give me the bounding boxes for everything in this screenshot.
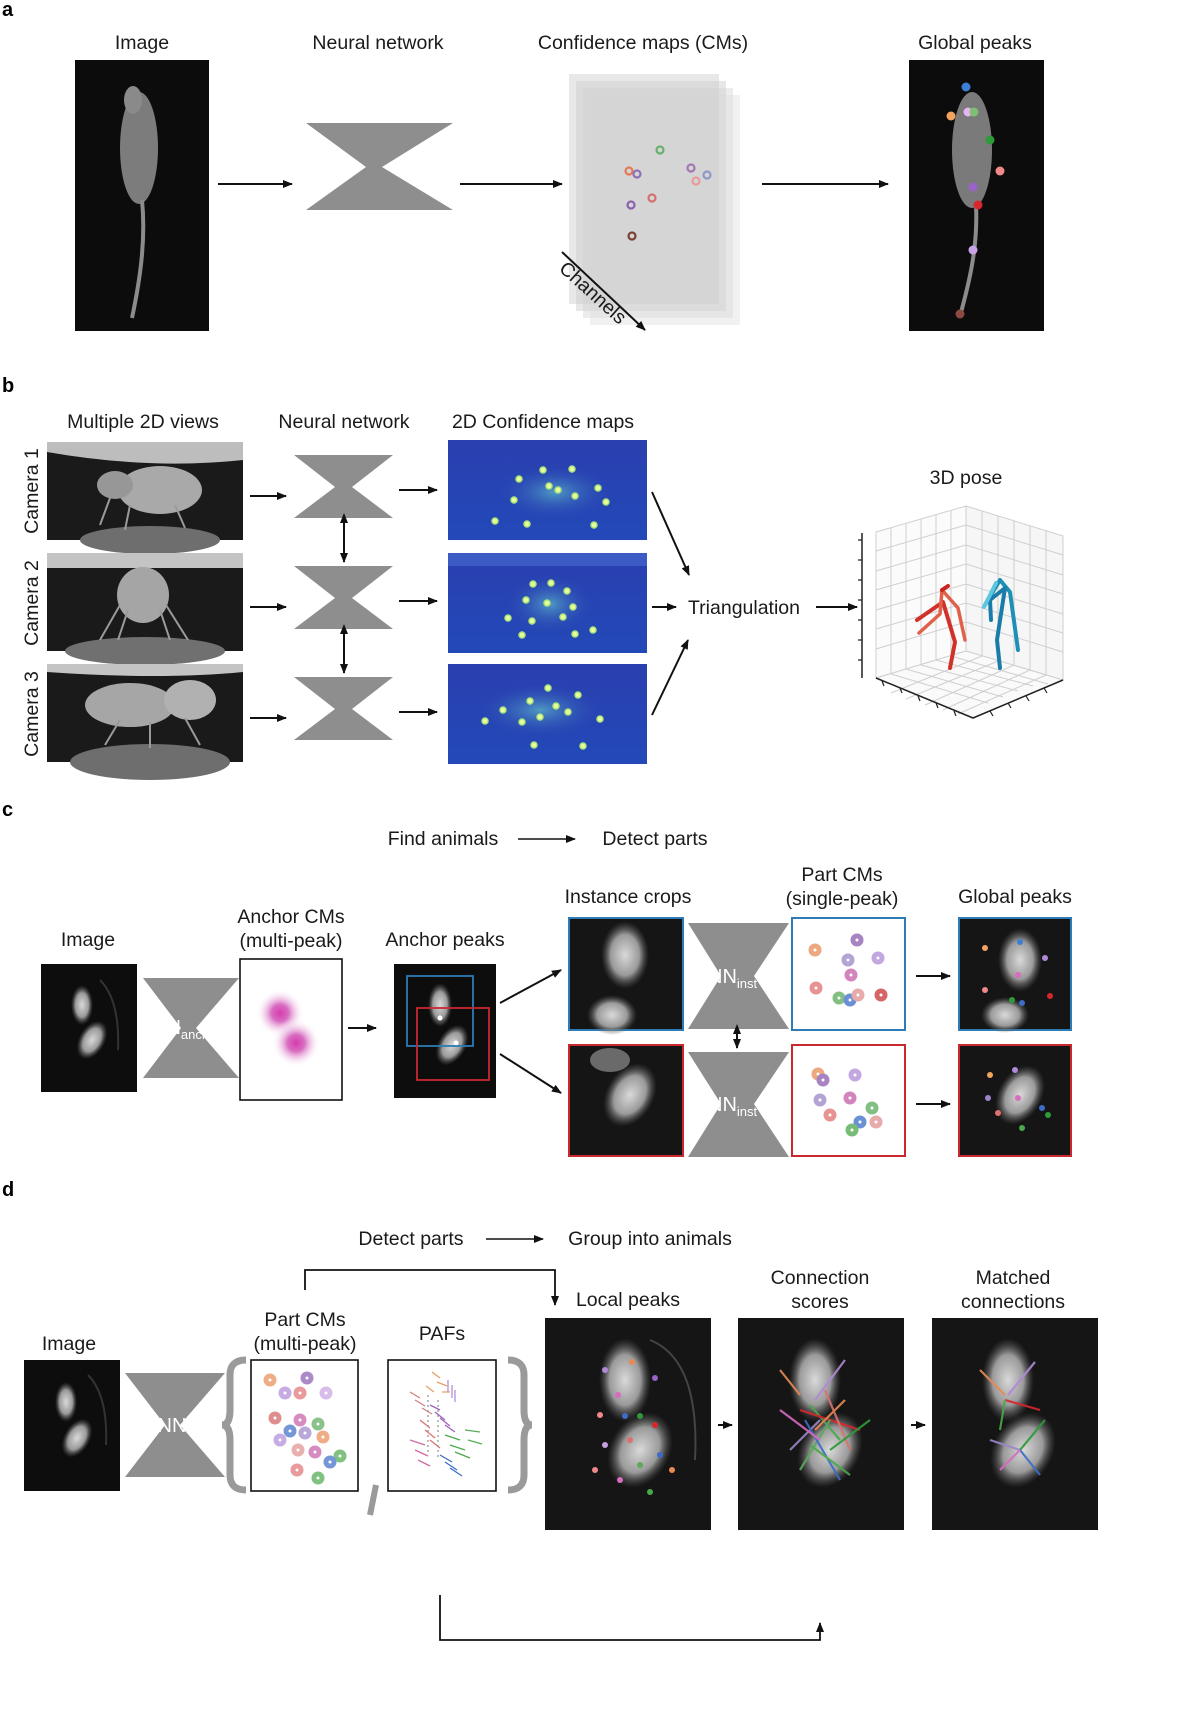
nn-inst-label-top: NNinst: [708, 966, 758, 991]
channels-axis: [561, 251, 646, 331]
nn-inst-sub-top: inst: [737, 976, 758, 991]
nn-title: Neural network: [312, 32, 443, 54]
flow-detect-parts-d: Detect parts: [358, 1228, 463, 1250]
pose-title: 3D pose: [930, 467, 1003, 489]
cms-title: Confidence maps (CMs): [538, 32, 748, 54]
camera-1-frame: [47, 442, 243, 554]
nn-shape-b3: [294, 677, 393, 740]
panel-b: b Multiple 2D views Neural network 2D Co…: [2, 375, 1065, 780]
nn-inst-main-top: NN: [708, 966, 737, 988]
camera-2-label: Camera 2: [21, 560, 43, 646]
connection-scores-image: [738, 1318, 904, 1530]
nn-inst-shape-top: [688, 923, 789, 1029]
flow-group-animals: Group into animals: [568, 1228, 732, 1250]
triangulation-label: Triangulation: [688, 597, 800, 619]
part-cms-l2: (single-peak): [786, 888, 899, 910]
nn-inst-label-bottom: NNinst: [708, 1094, 758, 1119]
image-title: Image: [115, 32, 169, 54]
matched-l2: connections: [961, 1291, 1065, 1313]
image-two-flies-d: [24, 1360, 120, 1491]
part-cms-l1: Part CMs: [801, 864, 883, 886]
panel-a: a Image Neural network Confidence maps (…: [2, 0, 1044, 331]
connector-bottom: [439, 1595, 824, 1641]
cm-camera-3: [448, 664, 647, 764]
panel-a-letter: a: [2, 0, 14, 21]
image-two-flies: [41, 964, 137, 1092]
local-peaks-image: [545, 1318, 711, 1530]
panel-c: c Find animals Detect parts Image Anchor…: [2, 799, 1072, 1157]
confidence-map-stack: Channels: [555, 74, 740, 331]
global-peaks-top: [958, 917, 1072, 1033]
part-cms-d-l2: (multi-peak): [254, 1333, 357, 1355]
pafs-box: [387, 1359, 497, 1492]
nn-shape-d: [125, 1373, 225, 1477]
cm-camera-1: [448, 440, 647, 540]
views-title: Multiple 2D views: [67, 411, 219, 433]
camera-2-frame: [47, 553, 243, 665]
image-title-c: Image: [61, 929, 115, 951]
anchor-peaks-image: [394, 964, 496, 1098]
nn-anchor-main: NN: [152, 1017, 181, 1039]
anchor-cms-box: [239, 958, 343, 1101]
left-brace: [221, 1356, 247, 1494]
anchor-cms-l1: Anchor CMs: [237, 906, 345, 928]
matched-connections-image: [932, 1318, 1098, 1530]
cms-title-b: 2D Confidence maps: [452, 411, 634, 433]
part-cms-d-l1: Part CMs: [264, 1309, 346, 1331]
panel-b-letter: b: [2, 375, 14, 397]
mouse-image: [75, 60, 209, 331]
part-cms-multi: [250, 1359, 359, 1492]
instance-crop-bottom: [568, 1044, 684, 1157]
nn-anchor-shape: [143, 978, 239, 1078]
nn-anchor-sub: anchor: [181, 1027, 221, 1042]
matched-l1: Matched: [976, 1267, 1051, 1289]
pose-3d-plot: [858, 505, 1065, 719]
arrow-b-tri1: [651, 491, 690, 576]
global-peaks-image: [909, 60, 1044, 331]
panel-c-letter: c: [2, 799, 13, 821]
part-cms-bottom: [791, 1044, 906, 1157]
anchor-cms-l2: (multi-peak): [240, 930, 343, 952]
flow-detect-parts: Detect parts: [602, 828, 707, 850]
camera-3-frame: [47, 664, 243, 780]
conn-scores-l2: scores: [791, 1291, 849, 1313]
nn-title-b: Neural network: [278, 411, 409, 433]
peaks-title: Global peaks: [918, 32, 1032, 54]
global-peaks-bottom: [958, 1044, 1072, 1157]
nn-label-d: NN: [158, 1415, 187, 1437]
panel-d-letter: d: [2, 1179, 14, 1201]
local-peaks-title: Local peaks: [576, 1289, 680, 1311]
camera-3-label: Camera 3: [21, 671, 43, 757]
neural-network-shape: [306, 123, 453, 210]
instance-crop-top: [568, 917, 684, 1035]
comma-separator: [367, 1484, 379, 1516]
arrow-c-crop-bottom: [499, 1053, 562, 1094]
arrow-c-crop-top: [499, 969, 562, 1004]
nn-inst-sub-bottom: inst: [737, 1104, 758, 1119]
pafs-title: PAFs: [419, 1323, 465, 1345]
flow-find-animals: Find animals: [388, 828, 499, 850]
connector-top: [304, 1269, 559, 1306]
nn-inst-shape-bottom: [688, 1052, 789, 1157]
part-cms-top: [791, 917, 906, 1031]
conn-scores-l1: Connection: [771, 1267, 870, 1289]
camera-1-label: Camera 1: [21, 448, 43, 534]
right-brace: [507, 1356, 533, 1494]
nn-inst-main-bottom: NN: [708, 1094, 737, 1116]
global-peaks-title-c: Global peaks: [958, 886, 1072, 908]
nn-shape-b2: [294, 566, 393, 629]
cm-camera-2: [448, 553, 647, 653]
nn-shape-b1: [294, 455, 393, 518]
arrow-b-tri3: [651, 639, 689, 716]
instance-crops-title: Instance crops: [565, 886, 692, 908]
nn-anchor-label: NNanchor: [152, 1017, 221, 1042]
image-title-d: Image: [42, 1333, 96, 1355]
panel-d: d Detect parts Group into animals Image …: [2, 1179, 1098, 1641]
anchor-peaks-title: Anchor peaks: [385, 929, 504, 951]
